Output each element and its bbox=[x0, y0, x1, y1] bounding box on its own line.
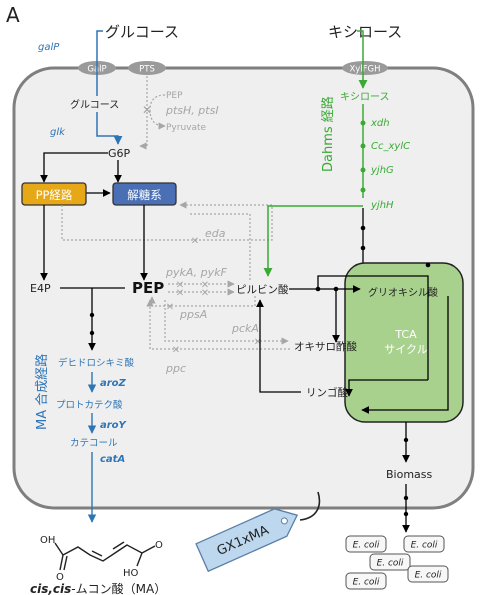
pts-genes: ptsH, ptsI bbox=[165, 104, 219, 117]
svg-text:解糖系: 解糖系 bbox=[127, 188, 162, 202]
gene-eda: eda bbox=[205, 227, 226, 240]
dahms-pathway-label: Dahms 経路 bbox=[320, 96, 336, 172]
metabolite-pyruvate: ピルビン酸 bbox=[236, 283, 289, 296]
svg-text:サイクル: サイクル bbox=[384, 343, 427, 356]
glycolysis-box: 解糖系 bbox=[112, 182, 177, 206]
pckA-deletion-mark: ✕ bbox=[254, 337, 262, 348]
pts-pyruvate-label: Pyruvate bbox=[166, 123, 207, 133]
svg-text:PP経路: PP経路 bbox=[36, 188, 73, 202]
gene-yjhG: yjhG bbox=[370, 165, 394, 176]
eda-bypass bbox=[61, 201, 273, 241]
xylose-dahms-path bbox=[263, 30, 368, 277]
pyk-deletion-mark-3: ✕ bbox=[176, 288, 184, 299]
metabolite-biomass: Biomass bbox=[386, 468, 433, 481]
gene-pckA: pckA bbox=[231, 322, 259, 335]
ma-pathway-label: MA 合成経路 bbox=[34, 354, 50, 430]
gene-pykA-pykF: pykA, pykF bbox=[165, 266, 227, 279]
transporter-pts: PTS bbox=[128, 61, 166, 75]
ma-oh-left: OH bbox=[40, 535, 55, 546]
metabolite-catechol: カテコール bbox=[70, 438, 118, 449]
ecoli-label: E. coli bbox=[353, 578, 380, 588]
metabolite-dhs: デヒドロシキミ酸 bbox=[58, 357, 135, 369]
muconic-acid-structure bbox=[54, 541, 156, 571]
g6p-split-arrows bbox=[40, 152, 122, 197]
gene-ppsA: ppsA bbox=[179, 308, 207, 321]
ma-oh-right: HO bbox=[123, 568, 139, 579]
metabolite-pep: PEP bbox=[132, 279, 164, 297]
metabolite-g6p: G6P bbox=[108, 147, 131, 160]
ecoli-label: E. coli bbox=[415, 571, 442, 581]
ecoli-cluster: E. coli E. coli E. coli E. coli E. coli bbox=[345, 535, 449, 590]
gene-galP: galP bbox=[38, 42, 60, 53]
box-to-metabolite-arrows bbox=[40, 205, 148, 281]
ecoli-label: E. coli bbox=[353, 541, 380, 551]
eda-deletion-mark: ✕ bbox=[191, 236, 199, 247]
metabolite-oxaloacetate: オキサロ酢酸 bbox=[294, 340, 357, 353]
ecoli-cell: E. coli bbox=[345, 535, 387, 553]
glucose-label: グルコース bbox=[105, 23, 179, 41]
svg-text:TCA: TCA bbox=[394, 328, 417, 341]
gene-glk: glk bbox=[50, 127, 66, 138]
gene-aroY: aroY bbox=[100, 420, 128, 431]
svg-text:XylFGH: XylFGH bbox=[349, 65, 380, 75]
metabolite-malate: リンゴ酸 bbox=[306, 386, 348, 399]
metabolite-pca: プロトカテク酸 bbox=[56, 399, 123, 411]
tca-connections bbox=[256, 262, 449, 414]
metabolite-glyoxylate: グリオキシル酸 bbox=[368, 286, 438, 299]
xylose-label: キシロース bbox=[328, 23, 402, 41]
metabolite-e4p: E4P bbox=[30, 282, 51, 295]
pp-pathway-box: PP経路 bbox=[21, 182, 87, 206]
ecoli-cell: E. coli bbox=[345, 572, 387, 590]
gene-catA: catA bbox=[100, 454, 125, 465]
transporter-xylfgh: XylFGH bbox=[342, 61, 388, 75]
xylose-in-label: キシロース bbox=[340, 92, 390, 103]
ecoli-cell: E. coli bbox=[407, 565, 449, 583]
biomass-flow bbox=[402, 422, 410, 533]
tca-cycle-box: TCA サイクル bbox=[344, 262, 464, 423]
pts-deletion-mark: ✕ bbox=[142, 103, 152, 117]
pts-path bbox=[139, 76, 166, 150]
gene-ppc: ppc bbox=[165, 362, 186, 375]
ppc-deletion-mark: ✕ bbox=[172, 345, 180, 356]
product-label: cis,cis-ムコン酸（MA） bbox=[30, 581, 166, 595]
pts-pep-label: PEP bbox=[166, 91, 183, 101]
gene-xdh: xdh bbox=[370, 118, 390, 129]
ma-entry bbox=[60, 287, 125, 351]
svg-text:PTS: PTS bbox=[139, 65, 155, 75]
pep-oaa-links bbox=[146, 299, 290, 350]
pyk-deletion-mark-4: ✕ bbox=[201, 288, 209, 299]
ppsA-deletion-mark: ✕ bbox=[166, 302, 174, 313]
ecoli-cell: E. coli bbox=[369, 553, 411, 571]
gene-aroZ: aroZ bbox=[100, 378, 127, 389]
ecoli-cell: E. coli bbox=[403, 535, 445, 553]
glucose-in-label: グルコース bbox=[70, 98, 119, 111]
ma-o-right: O bbox=[155, 540, 163, 551]
glucose-uptake-path bbox=[96, 30, 123, 145]
ma-o-left: O bbox=[56, 572, 64, 583]
gene-yjhH: yjhH bbox=[370, 200, 394, 211]
gene-cc-xylC: Cc_xylC bbox=[371, 141, 410, 152]
ecoli-label: E. coli bbox=[377, 559, 404, 569]
ecoli-label: E. coli bbox=[411, 541, 438, 551]
panel-label: A bbox=[6, 3, 20, 27]
pyk-deletion-mark-1: ✕ bbox=[176, 280, 184, 291]
pyk-deletion-mark-2: ✕ bbox=[201, 280, 209, 291]
